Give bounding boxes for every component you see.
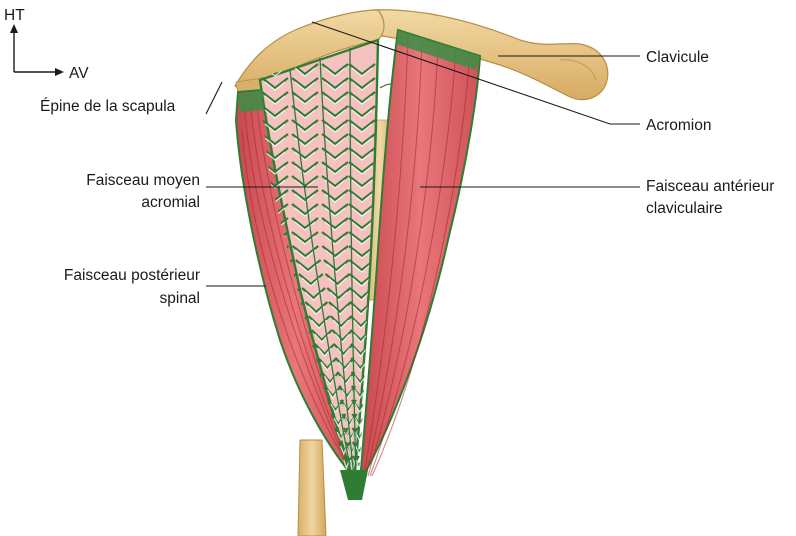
label-epine-scapula: Épine de la scapula [40,98,176,115]
orientation-indicator: HT AV [4,7,89,82]
leader-epine [206,82,222,114]
label-ht: HT [4,7,25,24]
anterior-clavicular-bundle [360,30,480,482]
label-faisceau-anterieur-2: claviculaire [646,200,723,217]
label-faisceau-moyen-1: Faisceau moyen [86,172,200,189]
up-arrow-icon [10,24,18,33]
label-clavicule: Clavicule [646,49,709,66]
label-faisceau-moyen-2: acromial [141,194,200,211]
right-arrow-icon [55,68,64,76]
label-acromion: Acromion [646,117,711,134]
label-faisceau-anterieur-1: Faisceau antérieur [646,178,774,195]
label-faisceau-posterieur-1: Faisceau postérieur [64,267,200,284]
label-faisceau-posterieur-2: spinal [160,290,201,307]
label-av: AV [69,65,89,82]
